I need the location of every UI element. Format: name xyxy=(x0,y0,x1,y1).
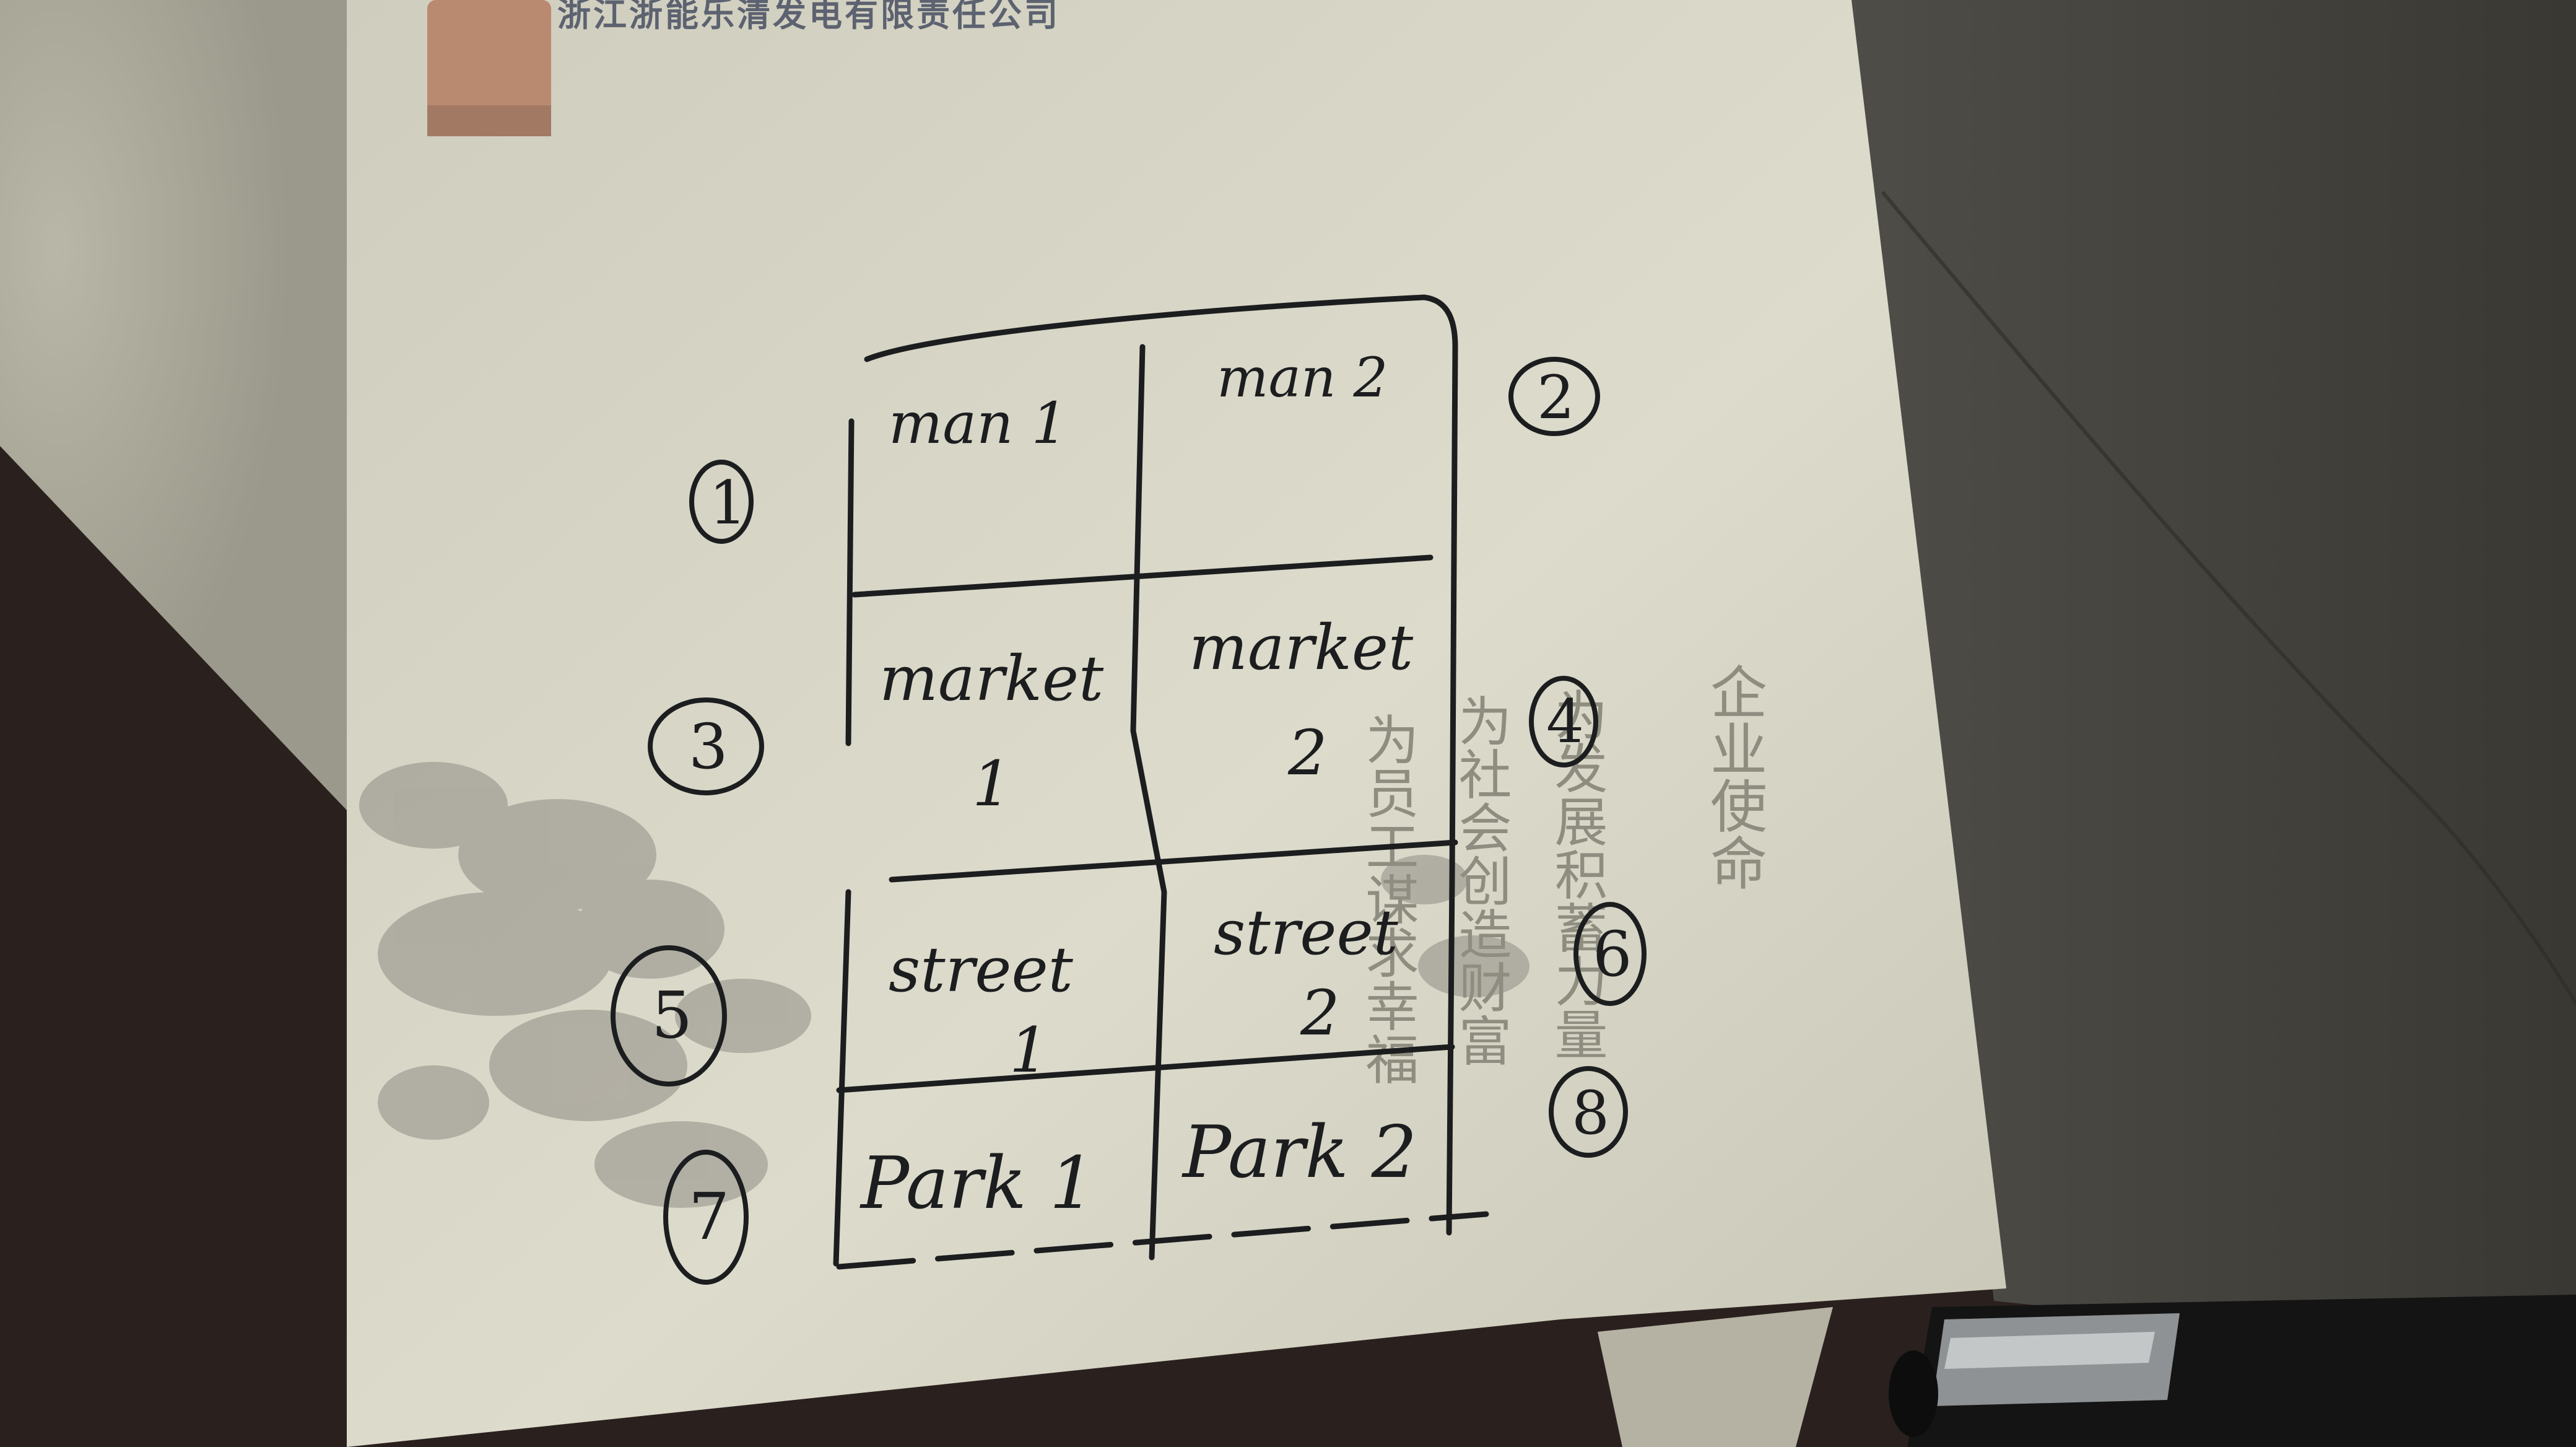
svg-text:5: 5 xyxy=(651,977,692,1053)
circled-number-3: 3 xyxy=(648,697,764,795)
grid-top-outline xyxy=(864,294,1458,362)
circled-number-8: 8 xyxy=(1549,1066,1628,1158)
svg-text:2: 2 xyxy=(1537,363,1575,432)
cell-market-2: market 2 xyxy=(1189,611,1433,789)
slogan-column-1: 为员工谋求幸福 xyxy=(1356,712,1418,1085)
circled-number-6: 6 xyxy=(1573,902,1647,1006)
svg-text:3: 3 xyxy=(689,710,728,783)
cell-street-1: street 1 xyxy=(889,933,1093,1086)
cell-market-1-number: 1 xyxy=(972,748,1012,820)
mission-title: 企业使命 xyxy=(1701,663,1767,891)
wooden-clip xyxy=(427,0,551,136)
grid-left-edge-lower xyxy=(833,889,851,1267)
hand-drawn-grid xyxy=(833,294,1489,1270)
grid-center-line xyxy=(1130,344,1167,1261)
cell-park-1: Park 1 xyxy=(859,1142,1095,1225)
surface-crease xyxy=(1881,191,2576,1005)
svg-text:8: 8 xyxy=(1572,1078,1609,1148)
circled-numbers: 1 2 3 4 5 6 7 8 xyxy=(611,357,1647,1285)
cell-market-1-text: market xyxy=(879,642,1104,715)
circled-number-1: 1 xyxy=(689,460,754,544)
cell-market-1: market 1 xyxy=(879,642,1123,820)
slogan-column-2: 为社会创造财富 xyxy=(1449,694,1511,1067)
grid-left-edge-upper xyxy=(845,418,855,746)
grid-right-edge xyxy=(1446,344,1458,1236)
grid-row-line-1 xyxy=(851,554,1434,598)
cell-street-2-text: street xyxy=(1214,896,1399,969)
pen xyxy=(1889,1295,2576,1447)
printed-mission-slogans: 企业使命 为员工谋求幸福 为社会创造财富 为发展积蓄力量 xyxy=(1356,663,1767,1085)
grid-bottom-dashed xyxy=(836,1211,1489,1270)
svg-text:1: 1 xyxy=(709,468,747,538)
cell-market-2-number: 2 xyxy=(1287,717,1328,789)
cell-man-1: man 1 xyxy=(889,390,1068,457)
cell-park-2: Park 2 xyxy=(1181,1111,1417,1194)
grid-cell-labels: man 1 man 2 market 1 market 2 street 1 s… xyxy=(859,346,1433,1225)
cell-street-2-number: 2 xyxy=(1300,977,1340,1049)
cell-man-2: man 2 xyxy=(1217,346,1388,409)
cell-market-2-text: market xyxy=(1189,611,1414,684)
cell-street-1-text: street xyxy=(889,933,1074,1006)
circled-number-4: 4 xyxy=(1529,676,1598,767)
torn-paper-edge xyxy=(1598,1307,1833,1447)
letterhead-company-name: 浙江浙能乐清发电有限责任公司 xyxy=(557,0,1060,34)
svg-text:6: 6 xyxy=(1593,918,1632,990)
paper-sheet xyxy=(347,0,2006,1447)
grid-row-line-3 xyxy=(836,1044,1455,1093)
cell-street-1-number: 1 xyxy=(1009,1014,1049,1086)
svg-text:7: 7 xyxy=(689,1179,729,1254)
circled-number-7: 7 xyxy=(663,1150,749,1285)
wooden-clip-shade xyxy=(427,105,551,136)
svg-text:4: 4 xyxy=(1546,687,1584,756)
grid-row-line-2 xyxy=(889,839,1458,883)
circled-number-5: 5 xyxy=(611,945,727,1086)
background-surface-right xyxy=(1845,0,2576,1363)
cell-street-2: street 2 xyxy=(1214,896,1418,1049)
underlying-paper-left xyxy=(0,0,384,836)
circled-number-2: 2 xyxy=(1508,357,1600,436)
